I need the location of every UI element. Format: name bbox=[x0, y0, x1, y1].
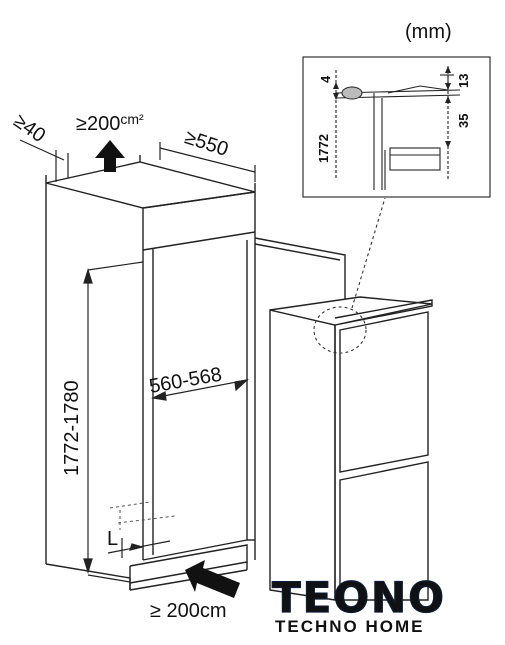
top-gap-label: ≥40 bbox=[9, 110, 49, 147]
vent-bottom-label: ≥ 200cm bbox=[150, 600, 227, 622]
detail-callout bbox=[313, 197, 386, 354]
logo-main-text: TEONO bbox=[272, 573, 446, 622]
height-dimension bbox=[83, 261, 144, 583]
top-gap-dimension bbox=[19, 139, 69, 182]
left-gap-label: L bbox=[107, 528, 118, 550]
width-label: 560-568 bbox=[147, 364, 223, 398]
vent-top-label: ≥200cm² bbox=[76, 111, 144, 135]
units-label: (mm) bbox=[405, 21, 452, 43]
teono-logo: TEONO TECHNO HOME bbox=[271, 572, 446, 636]
detail-dim-4: 4 bbox=[318, 75, 333, 83]
left-gap-dimension bbox=[107, 538, 171, 558]
depth-dimension bbox=[159, 142, 256, 182]
vent-top-arrow bbox=[95, 140, 125, 172]
vent-top-unit: cm² bbox=[120, 111, 144, 127]
fridge-appliance bbox=[269, 296, 433, 601]
vent-bottom-arrow bbox=[185, 560, 240, 598]
cabinet-door bbox=[254, 237, 346, 300]
detail-dim-35: 35 bbox=[456, 114, 471, 128]
detail-box: 4 13 35 1772 bbox=[302, 56, 491, 198]
detail-dim-13: 13 bbox=[456, 74, 471, 88]
detail-dim-1772: 1772 bbox=[316, 134, 331, 163]
floor-dashes bbox=[109, 501, 176, 530]
logo-sub-text: TECHNO HOME bbox=[275, 617, 425, 636]
width-dimension bbox=[151, 379, 249, 401]
height-label: 1772-1780 bbox=[61, 380, 83, 476]
cabinet bbox=[45, 155, 256, 591]
